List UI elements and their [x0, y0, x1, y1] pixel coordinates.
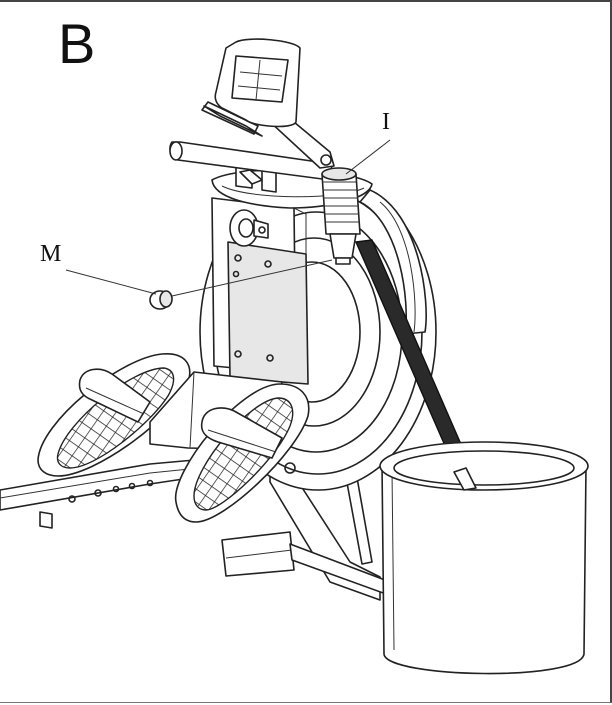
siphon-pump: [321, 167, 361, 265]
leader-line-m-to-port: [171, 259, 333, 297]
drain-plug: [149, 290, 173, 310]
bucket: [379, 441, 589, 675]
leader-line-i: [345, 139, 391, 175]
callout-label-i: I: [382, 109, 390, 135]
panel-label: B: [58, 12, 96, 75]
right-footrest: [175, 383, 310, 523]
left-footrest: [37, 353, 191, 477]
monitor-assembly: [201, 38, 335, 169]
frame-plate: [211, 197, 309, 385]
callout-label-m: M: [40, 241, 62, 267]
front-stand: [221, 471, 387, 601]
leader-line-m: [65, 269, 157, 295]
